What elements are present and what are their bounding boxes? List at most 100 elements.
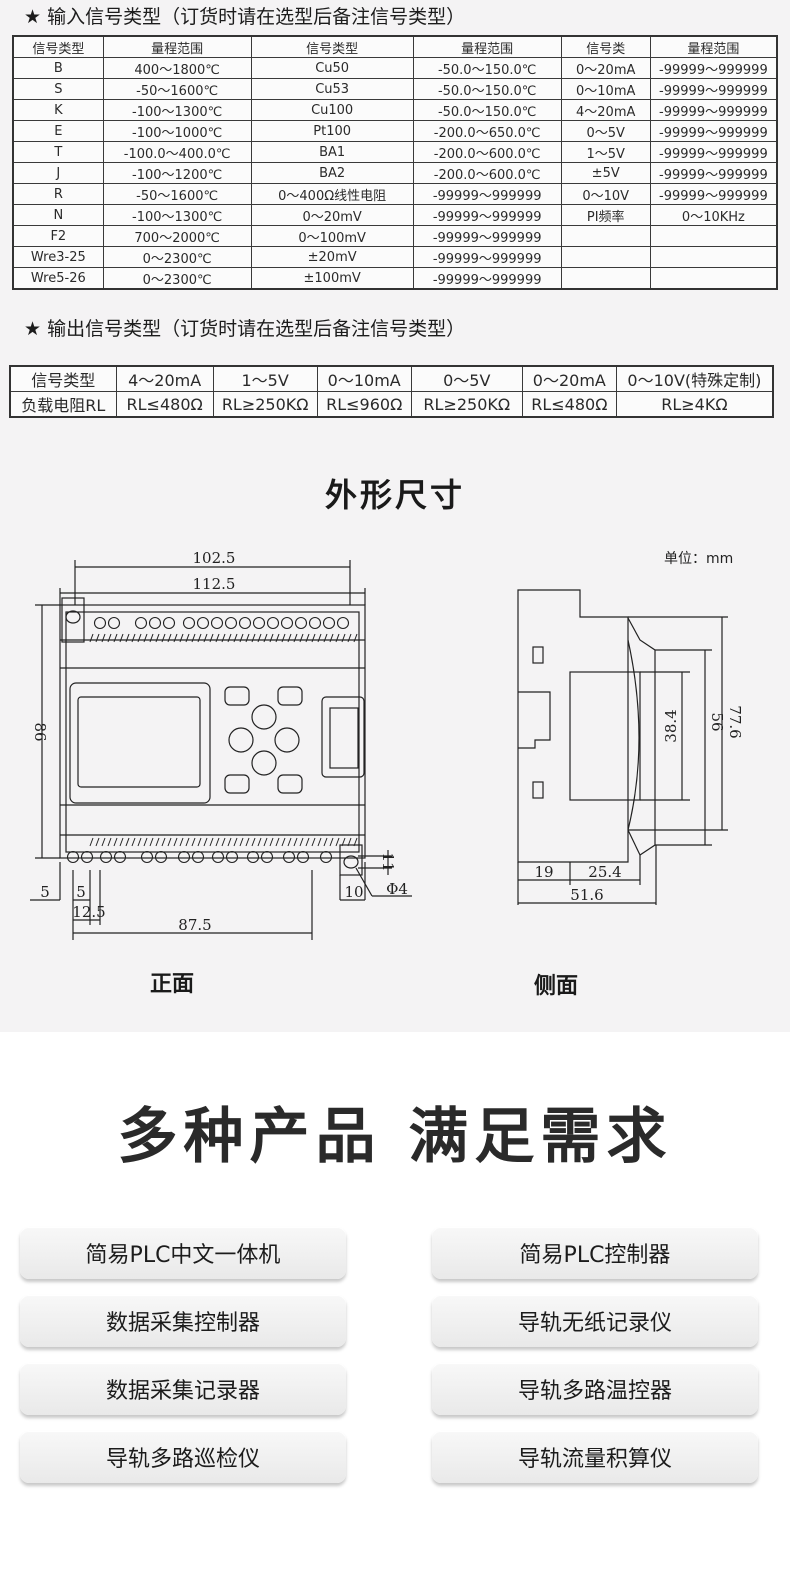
comb-tooth — [113, 837, 118, 847]
comb-tooth — [269, 633, 274, 643]
comb-tooth — [341, 837, 346, 847]
table-cell: Cu100 — [250, 99, 414, 121]
comb-tooth — [275, 837, 280, 847]
terminal-screw — [93, 616, 107, 630]
table-cell: BA1 — [250, 141, 414, 163]
table-cell: 700～2000℃ — [102, 225, 252, 247]
terminal-screw — [162, 616, 176, 630]
table-cell: -99999～999999 — [412, 183, 562, 205]
comb-tooth — [227, 837, 232, 847]
comb-tooth — [257, 837, 262, 847]
input-header-cell: 信号类型 — [12, 35, 104, 58]
table-cell: -200.0～600.0℃ — [412, 162, 562, 184]
terminal-screw — [224, 616, 238, 630]
comb-tooth — [215, 837, 220, 847]
comb-tooth — [245, 837, 250, 847]
terminal-screw — [154, 850, 168, 864]
table-cell: 1～5V — [212, 365, 318, 392]
comb-tooth — [317, 837, 322, 847]
table-cell: -100～1300℃ — [102, 99, 252, 121]
comb-tooth — [119, 633, 124, 643]
comb-tooth — [179, 837, 184, 847]
table-cell — [560, 225, 651, 247]
input-signal-heading: ★ 输入信号类型（订货时请在选型后备注信号类型） — [24, 6, 466, 28]
terminal-screw — [319, 850, 333, 864]
comb-tooth — [299, 837, 304, 847]
terminal-screw — [134, 616, 148, 630]
table-cell — [560, 267, 651, 290]
table-cell: -99999～999999 — [412, 267, 562, 290]
table-cell: 0～20mA — [521, 365, 617, 392]
terminal-screw — [260, 850, 274, 864]
comb-tooth — [293, 837, 298, 847]
comb-tooth — [203, 837, 208, 847]
comb-tooth — [137, 633, 142, 643]
comb-tooth — [191, 837, 196, 847]
label-width-inner: 102.5 — [193, 549, 236, 567]
table-cell — [560, 246, 651, 268]
product-button-rail-paperless-recorder[interactable]: 导轨无纸记录仪 — [432, 1295, 758, 1347]
table-cell: RL≤480Ω — [115, 391, 214, 418]
table-cell: -200.0～600.0℃ — [412, 141, 562, 163]
comb-tooth — [119, 837, 124, 847]
comb-tooth — [149, 633, 154, 643]
terminal-screw — [246, 850, 260, 864]
comb-tooth — [191, 633, 196, 643]
table-cell — [649, 225, 778, 247]
table-cell: 0～2300℃ — [102, 267, 252, 290]
label-left-offset: 5 — [40, 883, 50, 901]
table-cell: RL≥250KΩ — [410, 391, 523, 418]
table-cell: -200.0～650.0℃ — [412, 120, 562, 142]
terminal-screw — [99, 850, 113, 864]
comb-tooth — [95, 633, 100, 643]
terminal-screw — [296, 850, 310, 864]
comb-tooth — [203, 633, 208, 643]
comb-tooth — [209, 633, 214, 643]
input-header-cell: 信号类 — [560, 35, 651, 58]
comb-tooth — [149, 837, 154, 847]
comb-tooth — [239, 633, 244, 643]
comb-tooth — [125, 837, 130, 847]
product-button-rail-multi-inspector[interactable]: 导轨多路巡检仪 — [20, 1431, 346, 1483]
comb-tooth — [131, 633, 136, 643]
terminal-screw — [252, 616, 266, 630]
table-cell: 负载电阻RL — [9, 391, 117, 418]
label-side-h2: 56 — [708, 712, 726, 731]
input-header-cell: 量程范围 — [102, 35, 252, 58]
table-cell: 0～10mA — [560, 78, 651, 100]
table-cell: 400～1800℃ — [102, 57, 252, 79]
comb-tooth — [329, 633, 334, 643]
table-cell: -99999～999999 — [649, 99, 778, 121]
comb-tooth — [125, 633, 130, 643]
comb-tooth — [311, 633, 316, 643]
table-cell: ±100mV — [250, 267, 414, 290]
product-button-plc-controller[interactable]: 简易PLC控制器 — [432, 1227, 758, 1279]
table-cell: 0～10V — [560, 183, 651, 205]
table-cell: -99999～999999 — [412, 246, 562, 268]
table-cell: Cu53 — [250, 78, 414, 100]
table-cell: Cu50 — [250, 57, 414, 79]
label-side-d2: 25.4 — [588, 863, 621, 881]
product-button-data-acq-controller[interactable]: 数据采集控制器 — [20, 1295, 346, 1347]
product-button-data-acq-recorder[interactable]: 数据采集记录器 — [20, 1363, 346, 1415]
table-cell: 0～5V — [410, 365, 523, 392]
table-cell: -100～1300℃ — [102, 204, 252, 226]
comb-tooth — [89, 633, 94, 643]
terminal-screw — [282, 850, 296, 864]
table-cell: K — [12, 99, 104, 121]
comb-tooth — [263, 633, 268, 643]
comb-tooth — [335, 837, 340, 847]
table-cell: Pt100 — [250, 120, 414, 142]
product-button-plc-all-in-one[interactable]: 简易PLC中文一体机 — [20, 1227, 346, 1279]
product-button-rail-flow-totalizer[interactable]: 导轨流量积算仪 — [432, 1431, 758, 1483]
input-table-header: 信号类型量程范围信号类型量程范围信号类量程范围 — [12, 35, 778, 58]
comb-tooth — [137, 837, 142, 847]
product-button-rail-multi-temp-controller[interactable]: 导轨多路温控器 — [432, 1363, 758, 1415]
terminal-screw — [80, 850, 94, 864]
